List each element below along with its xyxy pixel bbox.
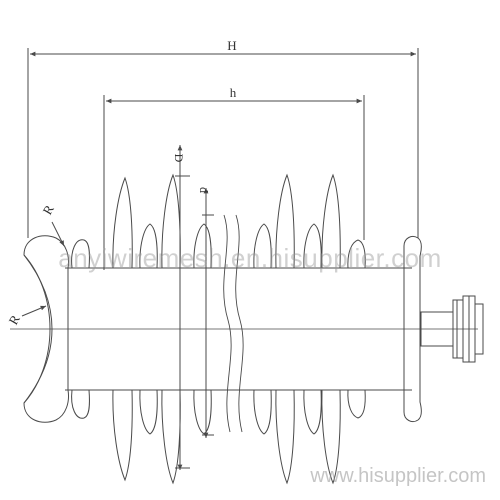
label-R-lower: R (5, 312, 22, 327)
label-R-upper: R (39, 202, 56, 217)
label-D: D (172, 154, 186, 163)
sheds-left-group (71, 173, 212, 485)
end-stud (420, 295, 484, 363)
radius-leaders (21, 221, 65, 317)
housing-core (65, 267, 412, 391)
label-d: d (197, 187, 211, 193)
sheds-right-group (253, 173, 366, 485)
right-end-fitting (403, 235, 422, 423)
break-lines (223, 214, 244, 433)
label-h: h (230, 85, 237, 100)
dimension-d (202, 188, 214, 438)
label-H: H (227, 38, 236, 53)
left-end-fitting (23, 235, 69, 423)
dimension-h (103, 95, 365, 270)
dimension-H (27, 48, 419, 238)
